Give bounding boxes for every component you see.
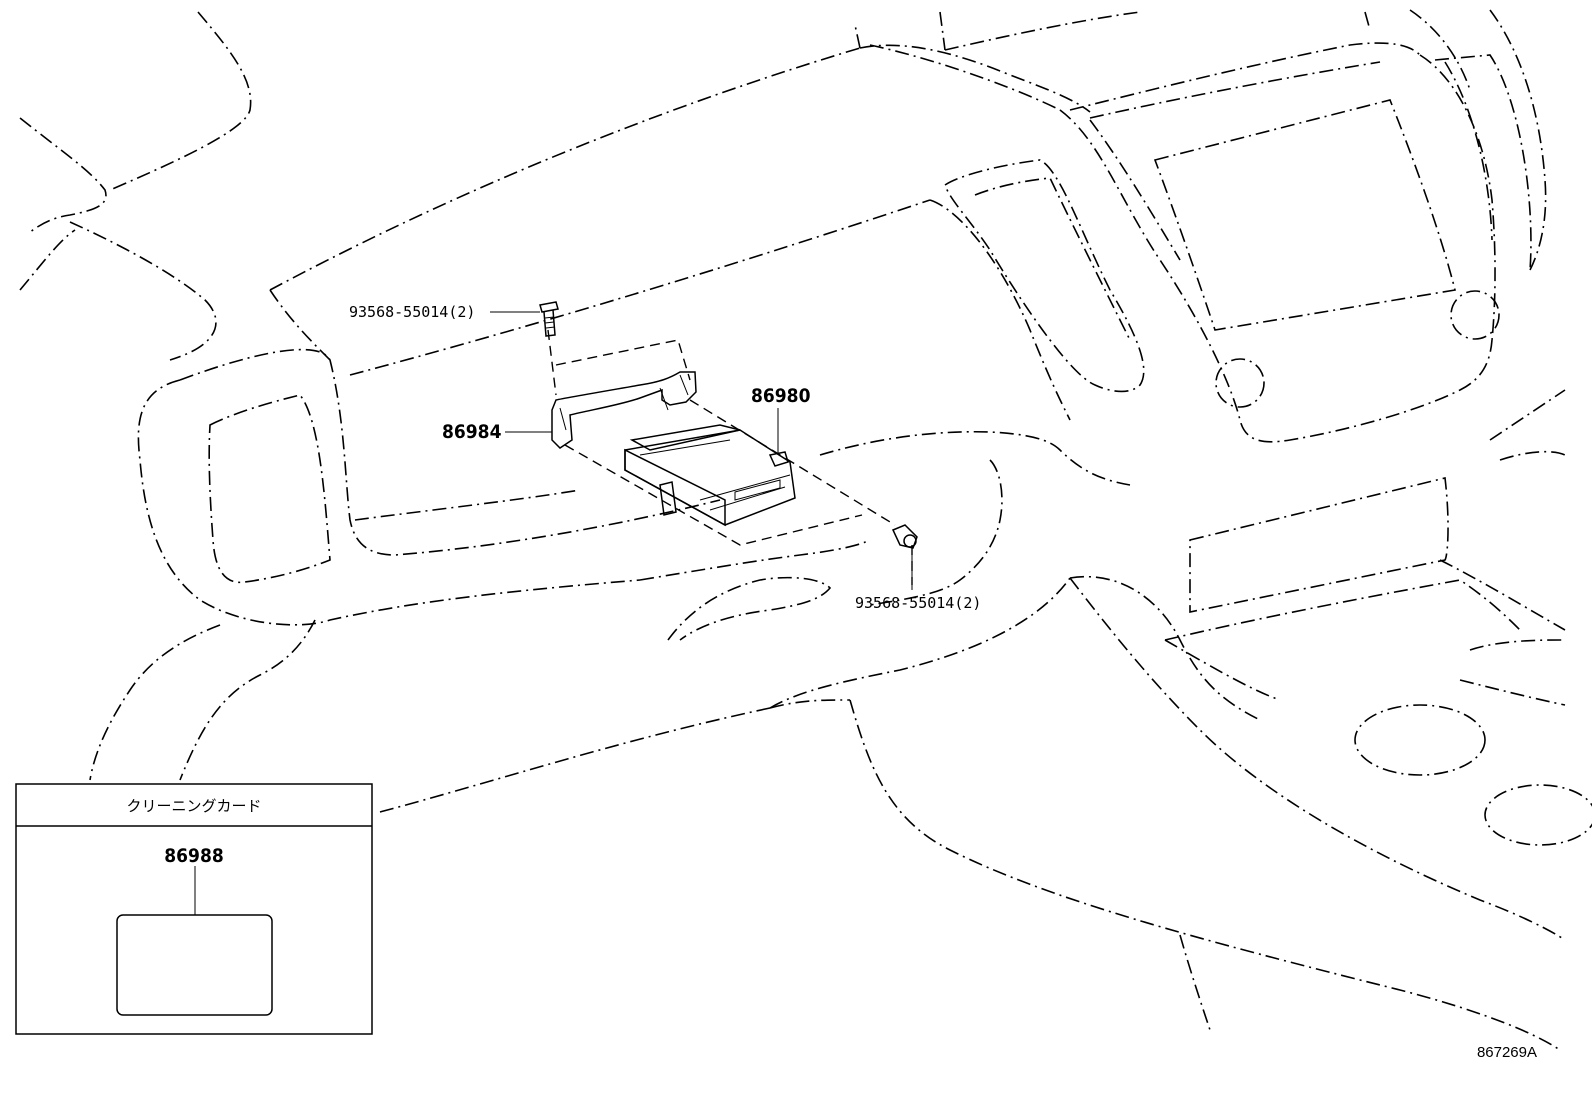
bracket-part [551, 371, 697, 449]
vehicle-interior-outline [19, 9, 1592, 1051]
label-unit: 86980 [751, 385, 811, 407]
inset-box [15, 783, 373, 1035]
drawing-number: 867269A [1477, 1044, 1537, 1061]
upper-bolt [539, 301, 559, 337]
lower-bolt [891, 524, 918, 549]
assembly-phantom-lines [547, 329, 913, 585]
cleaning-card-shape [116, 914, 273, 1016]
label-bolt-lower: 93568-55014(2) [855, 594, 981, 612]
inset-part-number: 86988 [164, 845, 223, 867]
unit-part [624, 424, 796, 527]
label-bracket: 86984 [442, 421, 502, 443]
leader-lines [194, 311, 913, 915]
inset-title: クリーニングカード [126, 797, 261, 815]
label-bolt-upper: 93568-55014(2) [349, 303, 475, 321]
